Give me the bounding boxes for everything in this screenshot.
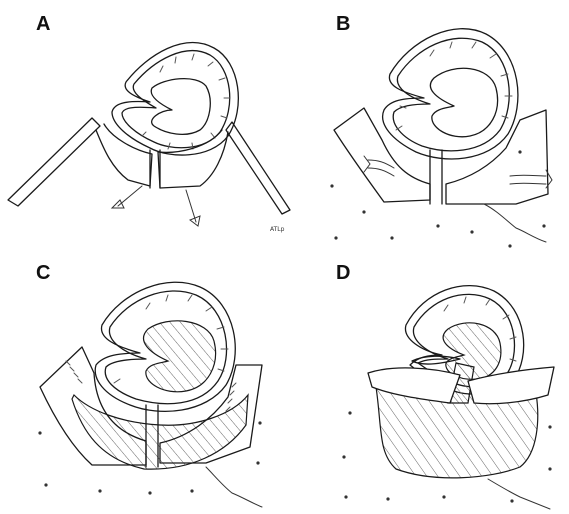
- outer-membrane-right: [226, 122, 290, 214]
- cup-left: [96, 124, 152, 186]
- outer-membrane: [334, 108, 430, 202]
- outer-membrane: [8, 118, 100, 206]
- arrow-left: [364, 156, 394, 176]
- artist-signature: ATLp: [270, 226, 284, 233]
- tissue-edge: [488, 479, 550, 509]
- illustration-d: [284, 257, 568, 514]
- fringe-left: [66, 361, 82, 383]
- lumen: [430, 68, 497, 137]
- tissue-edge: [206, 467, 262, 507]
- illustration-a: [0, 0, 284, 257]
- panel-a: A: [0, 0, 284, 257]
- arrow-right: [186, 190, 200, 226]
- tissue-edge: [484, 204, 546, 242]
- sac-inner-wall: [122, 51, 230, 148]
- panel-c: C: [0, 257, 284, 514]
- arrow-right: [510, 170, 552, 188]
- arrow-left: [112, 186, 142, 208]
- outer-membrane-right: [446, 110, 548, 204]
- illustration-b: [284, 0, 568, 257]
- lumen: [151, 79, 210, 135]
- panel-b: B: [284, 0, 568, 257]
- cup-right: [158, 130, 228, 188]
- illustration-c: [0, 257, 284, 514]
- panel-d: D: [284, 257, 568, 514]
- tissue-dots: [330, 150, 545, 247]
